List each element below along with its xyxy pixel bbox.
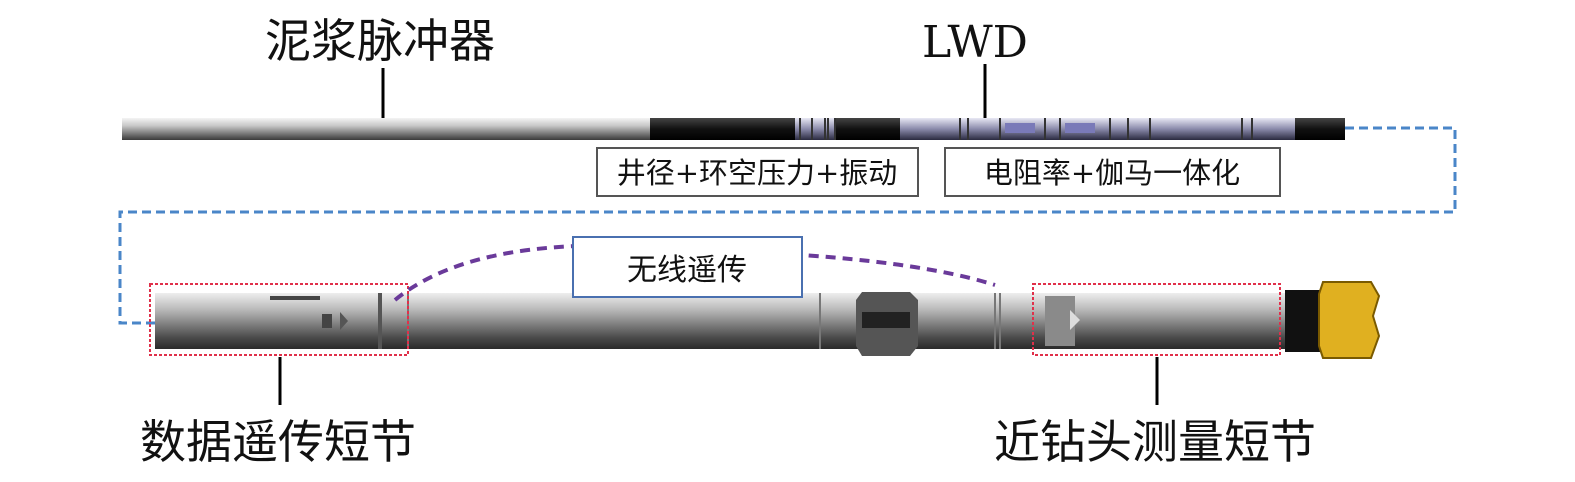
caliper-pressure-vibration-box <box>596 147 919 197</box>
top-drill-string <box>122 118 1345 140</box>
near-bit-sub-highlight <box>1032 283 1281 356</box>
resistivity-gamma-box <box>944 147 1281 197</box>
bottom-drill-string <box>155 281 1381 359</box>
data-telemetry-sub-highlight <box>149 283 409 356</box>
bit-sub <box>1285 290 1323 352</box>
resistivity-box-text: 电阻率+伽马一体化 <box>984 156 1240 190</box>
drill-bit-icon <box>1318 281 1381 359</box>
mud-pulser-label: 泥浆脉冲器 <box>265 14 495 68</box>
lwd-label: LWD <box>922 17 1028 68</box>
caliper-box-text: 井径+环空压力+振动 <box>617 156 898 190</box>
wireless-label: 无线遥传 <box>627 253 747 288</box>
wireless-telemetry-box <box>572 236 803 298</box>
connection-dashed-line <box>118 126 1457 325</box>
data-telemetry-sub-label: 数据遥传短节 <box>140 415 416 469</box>
near-bit-sub-label: 近钻头测量短节 <box>994 415 1316 469</box>
